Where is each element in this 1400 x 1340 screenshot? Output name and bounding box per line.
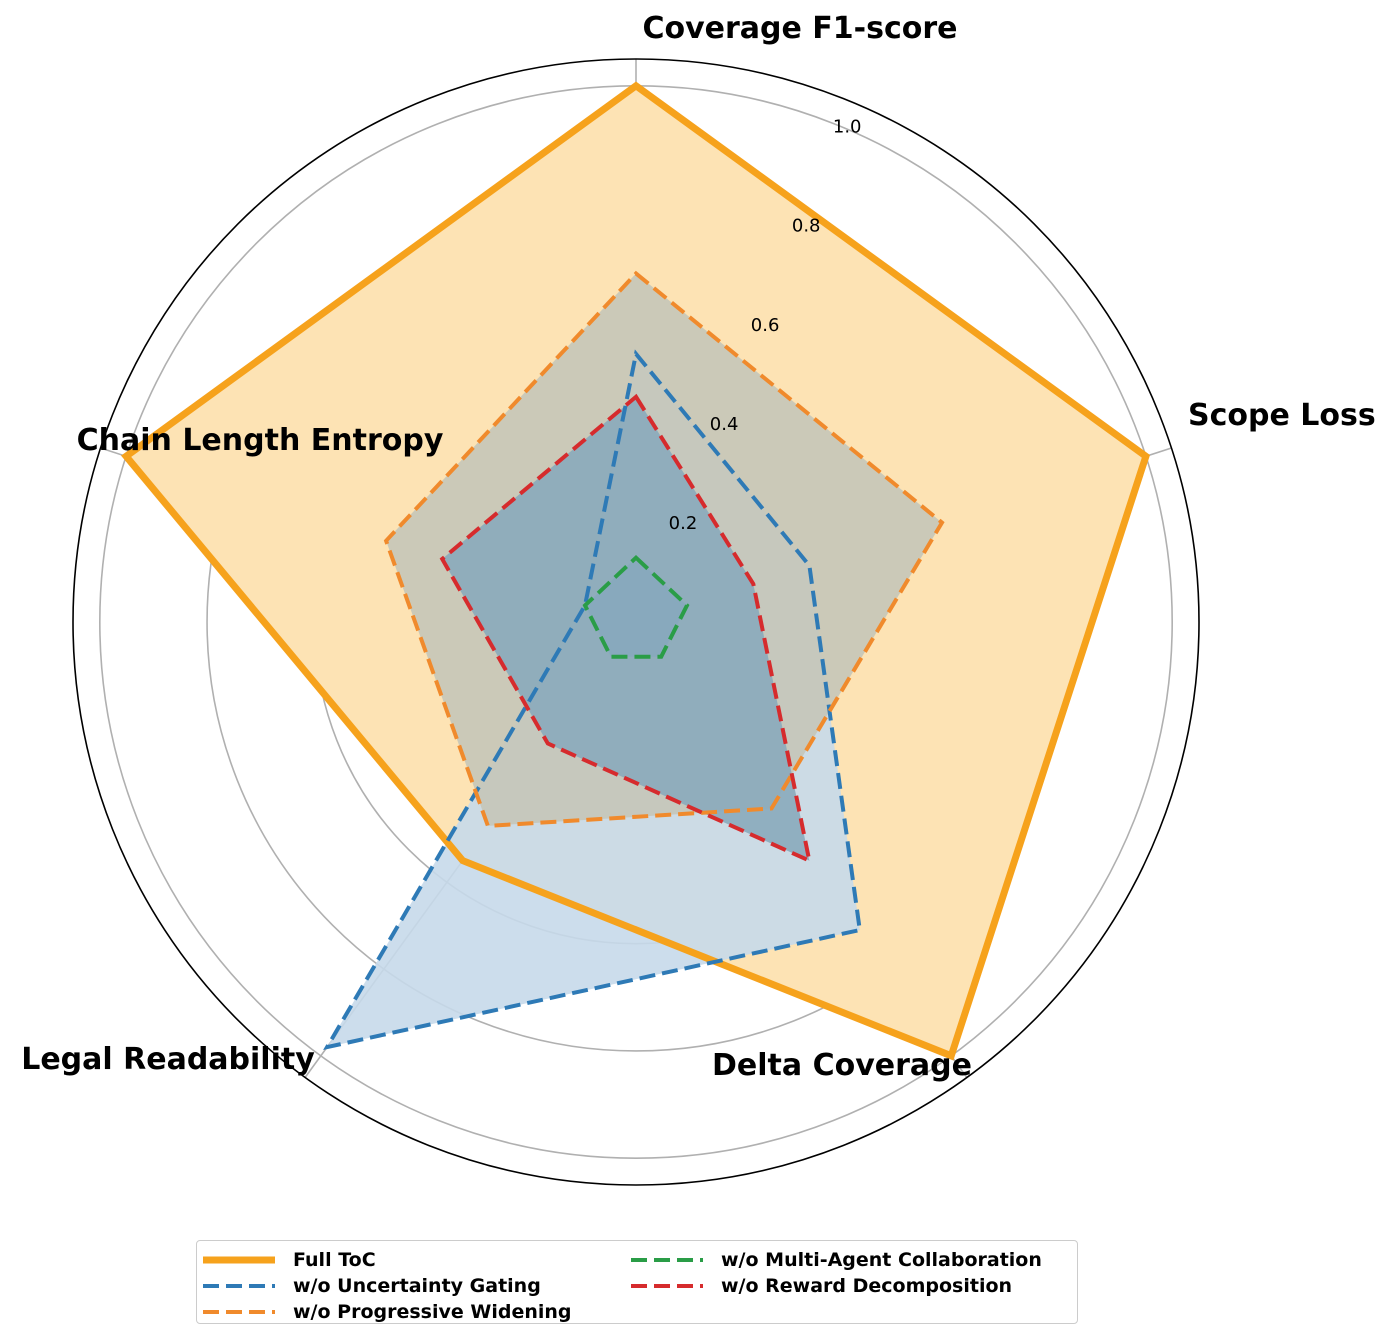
legend-item-full-toc: Full ToC — [203, 1247, 572, 1273]
r-tick-label: 0.2 — [669, 513, 698, 534]
legend-item-multi-agent: w/o Multi-Agent Collaboration — [631, 1247, 1042, 1273]
axis-label-legal-readability: Legal Readability — [21, 1042, 315, 1077]
series-line-w-o-progressive-widening — [383, 270, 945, 828]
series-line-w-o-multi-agent-collaboration — [582, 554, 690, 659]
series-line-w-o-reward-decomposition — [439, 393, 813, 865]
series-line-full-toc — [121, 81, 1151, 1061]
outer-frame — [72, 58, 1200, 1186]
axis-label-coverage-f1-score: Coverage F1-score — [642, 11, 957, 46]
series-fill-w-o-reward-decomposition — [442, 396, 810, 861]
series-line-layer — [121, 81, 1151, 1061]
legend-column-2: w/o Multi-Agent Collaboration w/o Reward… — [631, 1247, 1042, 1299]
legend-item-uncertainty-gating: w/o Uncertainty Gating — [203, 1273, 572, 1299]
legend-swatch-full-toc — [203, 1256, 275, 1264]
legend-item-progressive-widening: w/o Progressive Widening — [203, 1299, 572, 1325]
legend-label: w/o Progressive Widening — [293, 1301, 572, 1323]
legend: Full ToC w/o Uncertainty Gating w/o Prog… — [196, 1240, 1078, 1324]
r-tick-label: 0.4 — [710, 414, 739, 435]
legend-label: w/o Uncertainty Gating — [293, 1275, 541, 1297]
axis-label-chain-length-entropy: Chain Length Entropy — [77, 423, 444, 458]
legend-column-1: Full ToC w/o Uncertainty Gating w/o Prog… — [203, 1247, 572, 1325]
axis-label-delta-coverage: Delta Coverage — [712, 1048, 972, 1083]
legend-swatch-progressive-widening — [203, 1310, 275, 1314]
legend-swatch-uncertainty-gating — [203, 1284, 275, 1288]
axis-label-scope-loss: Scope Loss — [1188, 398, 1376, 433]
legend-label: w/o Multi-Agent Collaboration — [721, 1249, 1042, 1271]
legend-label: Full ToC — [293, 1249, 376, 1271]
legend-swatch-multi-agent — [631, 1258, 703, 1262]
legend-label: w/o Reward Decomposition — [721, 1275, 1013, 1297]
legend-item-reward-decomposition: w/o Reward Decomposition — [631, 1273, 1042, 1299]
r-tick-label: 1.0 — [833, 117, 862, 138]
series-fill-layer — [126, 85, 1146, 1056]
legend-swatch-reward-decomposition — [631, 1284, 703, 1288]
r-tick-label: 0.6 — [751, 315, 780, 336]
r-tick-label: 0.8 — [792, 216, 821, 237]
